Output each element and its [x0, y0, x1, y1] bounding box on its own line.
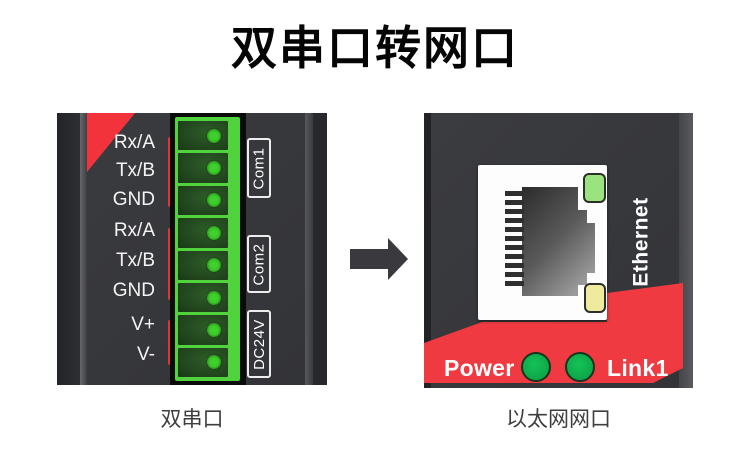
power-led-label: Power [444, 355, 515, 381]
rj45-port-icon [505, 187, 595, 296]
link1-led-label: Link1 [607, 355, 669, 381]
screw-terminal-icon [207, 193, 221, 208]
panel-edge-strip [57, 113, 80, 385]
screw-terminal-icon [207, 161, 221, 176]
pin-label-vminus: V- [137, 344, 155, 365]
port-group-label-com2: Com2 [247, 235, 271, 293]
pin-label-txb-1: Tx/B [115, 160, 155, 181]
port-group-label-dc24v: DC24V [247, 310, 271, 378]
screw-terminal-icon [207, 355, 221, 370]
screw-terminal-icon [207, 128, 221, 143]
arrow-head [388, 238, 408, 280]
page-title: 双串口转网口 [231, 22, 519, 74]
pin-label-txb-2: Tx/B [115, 250, 155, 271]
panel-edge-strip [313, 113, 327, 385]
panel-edge-highlight [305, 113, 313, 385]
port-group-label-text: DC24V [250, 318, 268, 370]
pin-label-gnd-1: GND [112, 189, 155, 210]
caption-serial: 双串口 [160, 408, 224, 431]
screw-terminal-icon [207, 322, 221, 337]
terminal-block [175, 117, 240, 381]
screw-terminal-icon [207, 225, 221, 240]
terminal-cell [178, 121, 228, 151]
arrow-shaft [350, 249, 388, 269]
port-group-label-com1: Com1 [247, 138, 271, 198]
ethernet-activity-led-green [583, 173, 606, 203]
screw-terminal-icon [207, 258, 221, 273]
link1-led-icon [565, 352, 595, 382]
serial-panel-figure: Rx/A Tx/B GND Rx/A Tx/B GND V+ V- Com1 C… [57, 113, 327, 385]
panel-edge-highlight [80, 113, 87, 385]
panel-edge-strip [424, 113, 431, 388]
terminal-cell [178, 185, 228, 216]
port-group-label-text: Com2 [250, 242, 268, 286]
terminal-cell [178, 315, 228, 345]
terminal-cell [178, 347, 228, 377]
caption-ethernet: 以太网网口 [506, 408, 611, 431]
screw-terminal-icon [207, 290, 221, 305]
terminal-cell [178, 218, 228, 248]
terminal-cell [178, 250, 228, 280]
rj45-bezel [478, 165, 607, 320]
terminal-cell [178, 153, 228, 183]
port-group-label-text: Com1 [250, 146, 268, 190]
arrow-right-icon [350, 238, 408, 280]
terminal-cell [178, 282, 228, 313]
pin-label-vplus: V+ [131, 314, 155, 335]
power-led-icon [521, 352, 551, 382]
ethernet-port-label: Ethernet [629, 180, 655, 304]
ethernet-activity-led-yellow [584, 283, 606, 313]
pin-label-rxa-2: Rx/A [113, 220, 155, 241]
ethernet-port-label-text: Ethernet [630, 197, 653, 287]
pin-label-rxa-1: Rx/A [113, 132, 155, 153]
pin-label-gnd-2: GND [112, 280, 155, 301]
ethernet-panel-figure: Ethernet Power Link1 [424, 113, 693, 388]
